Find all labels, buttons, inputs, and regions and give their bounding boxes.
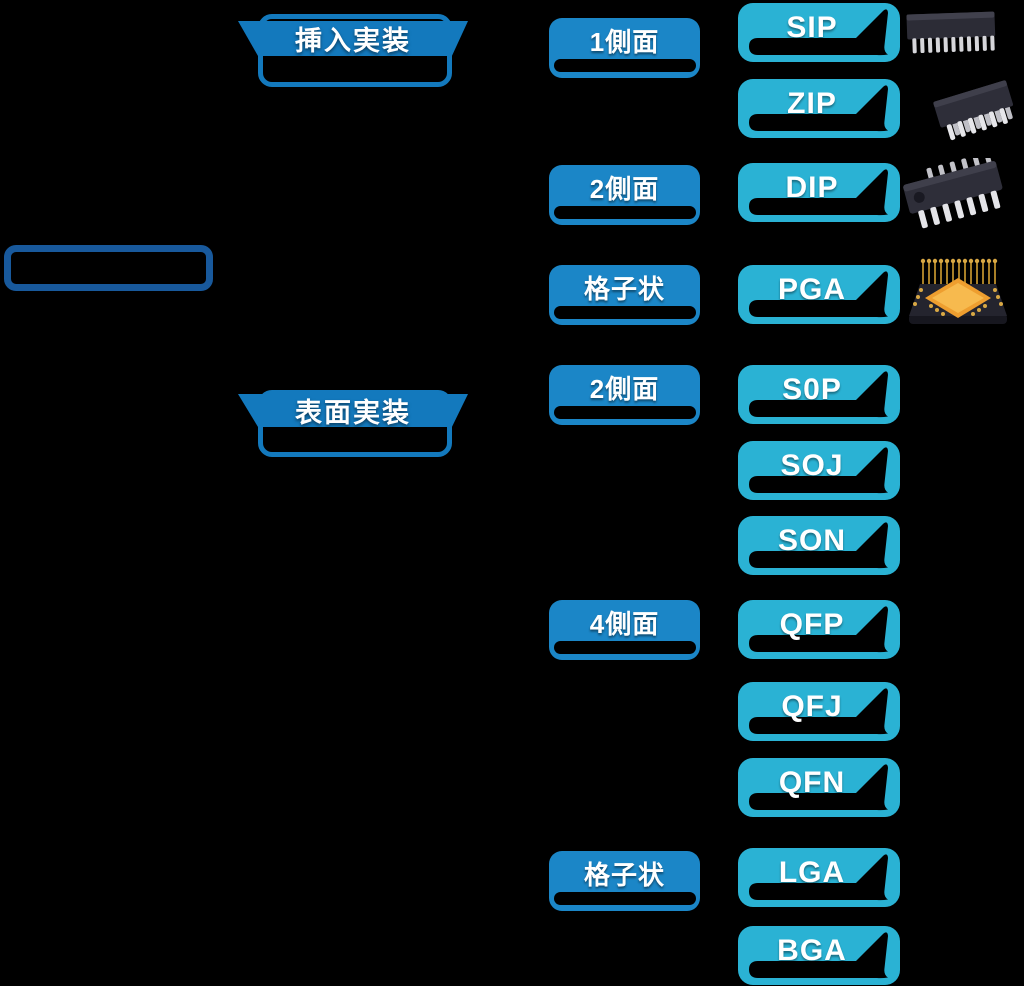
package-node-son: SON [738, 516, 900, 575]
swoosh-tag-shape [738, 516, 900, 575]
package-node-qfn: QFN [738, 758, 900, 817]
package-node-qfj: QFJ [738, 682, 900, 741]
swoosh-tag-shape [738, 365, 900, 424]
dip-chip-icon [903, 158, 1003, 229]
insertion-mount-banner: 挿入実装 [238, 21, 468, 56]
package-node-bga: BGA [738, 926, 900, 985]
bottom-shadow-stripe [554, 59, 696, 72]
swoosh-tag-shape [738, 600, 900, 659]
pin-layout-grid-surface: 格子状 [549, 851, 700, 911]
bottom-shadow-stripe [554, 892, 696, 905]
pin-layout-2side-surface: 2側面 [549, 365, 700, 425]
swoosh-tag-shape [738, 163, 900, 222]
swoosh-tag-shape [738, 682, 900, 741]
swoosh-tag-shape [738, 3, 900, 62]
package-node-pga: PGA [738, 265, 900, 324]
swoosh-tag-shape [738, 79, 900, 138]
swoosh-tag-shape [738, 926, 900, 985]
pga-chip-icon [909, 258, 1007, 324]
swoosh-tag-shape [738, 265, 900, 324]
swoosh-tag-shape [738, 441, 900, 500]
pin-layout-grid-insertion: 格子状 [549, 265, 700, 325]
swoosh-tag-shape [738, 758, 900, 817]
bottom-shadow-stripe [554, 641, 696, 654]
surface-mount-label: 表面実装 [295, 398, 411, 428]
package-node-soj: SOJ [738, 441, 900, 500]
package-node-lga: LGA [738, 848, 900, 907]
insertion-mount-label: 挿入実装 [295, 26, 411, 56]
swoosh-tag-shape [738, 848, 900, 907]
bottom-shadow-stripe [554, 306, 696, 319]
pin-layout-2side-insertion: 2側面 [549, 165, 700, 225]
pin-layout-1side: 1側面 [549, 18, 700, 78]
pin-layout-4side: 4側面 [549, 600, 700, 660]
package-node-zip: ZIP [738, 79, 900, 138]
root-node-box [4, 245, 213, 291]
bottom-shadow-stripe [554, 206, 696, 219]
surface-mount-banner: 表面実装 [238, 394, 468, 427]
zip-chip-icon [933, 80, 1014, 141]
package-node-sip: SIP [738, 3, 900, 62]
bottom-shadow-stripe [554, 406, 696, 419]
sip-chip-icon [906, 11, 996, 54]
package-node-qfp: QFP [738, 600, 900, 659]
package-node-s0p: S0P [738, 365, 900, 424]
package-node-dip: DIP [738, 163, 900, 222]
